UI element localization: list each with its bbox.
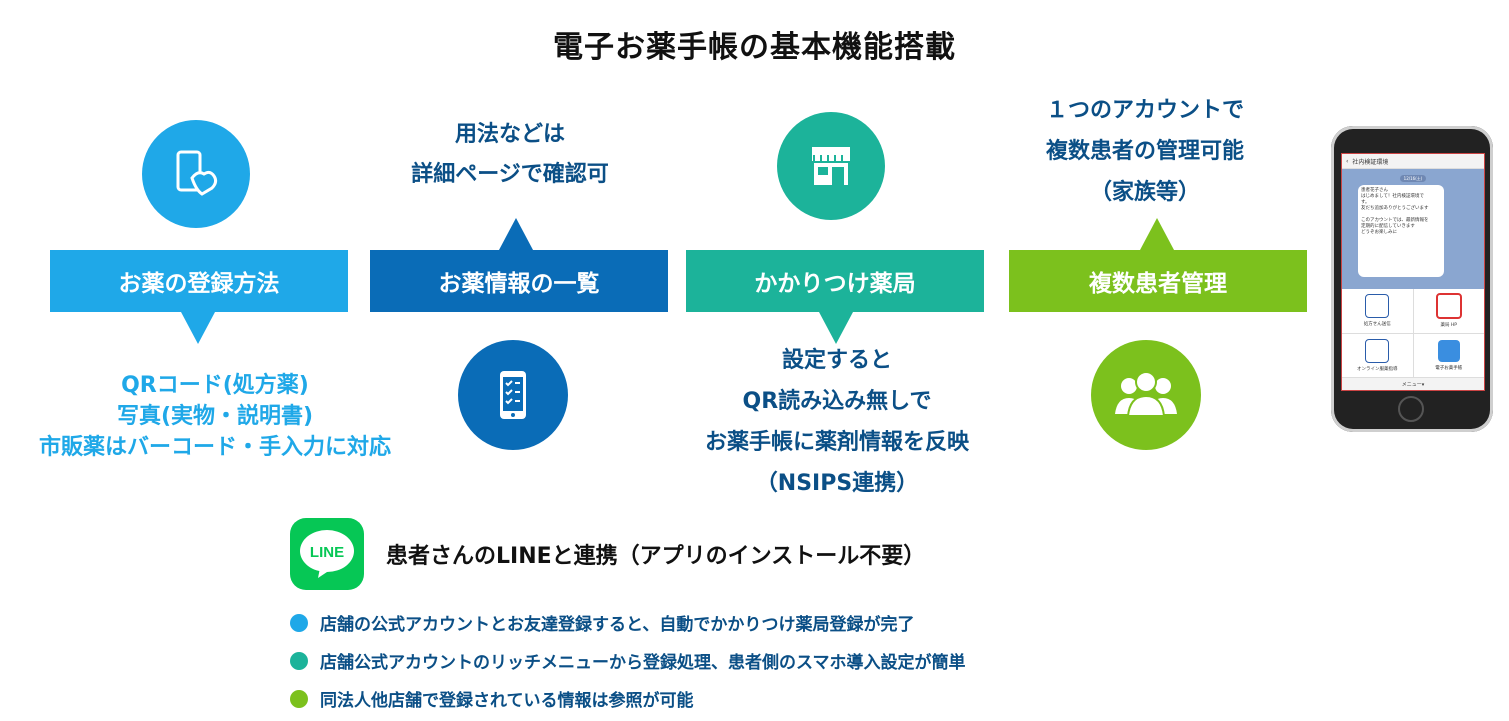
- pointer-down-register: [181, 312, 215, 344]
- rich-menu: 処方せん送信 薬局 HP オンライン服薬指導 電子お薬手帳: [1342, 289, 1484, 377]
- bullet-dot-icon: [290, 689, 308, 708]
- chat-title: 社内検証環境: [1352, 158, 1389, 166]
- phone-checklist-icon: [500, 371, 526, 419]
- description-line: （NSIPS連携）: [755, 471, 919, 496]
- chat-header: ‹ 社内検証環境: [1342, 154, 1484, 169]
- description-line: 写真(実物・説明書): [116, 404, 314, 429]
- feature-description-list: 用法などは 詳細ページで確認可: [380, 115, 640, 195]
- chat-area: 12/16(土) 患者花子さん はじめまして！社内検証環境で す。 友だち追加あ…: [1342, 169, 1484, 289]
- line-bullet-text: 同法人他店舗で登録されている情報は参照が可能: [320, 691, 694, 711]
- bubble-line: 友だち追加ありがとうございます: [1361, 206, 1429, 211]
- bubble-line: このアカウントでは、最新情報を: [1361, 218, 1429, 223]
- bullet-dot-icon: [290, 613, 308, 632]
- feature-icon-circle-list: [458, 340, 568, 450]
- feature-description-multi: １つのアカウントで 複数患者の管理可能 （家族等）: [1015, 90, 1275, 213]
- feature-label-pharmacy: かかりつけ薬局: [686, 250, 984, 312]
- feature-icon-circle-multi: [1091, 340, 1201, 450]
- description-line: QR読み込み無しで: [742, 389, 932, 414]
- store-icon: [812, 147, 850, 185]
- chat-date: 12/16(土): [1400, 175, 1426, 182]
- bullet-dot-icon: [290, 651, 308, 670]
- pointer-up-multi: [1140, 218, 1174, 250]
- description-line: 市販薬はバーコード・手入力に対応: [38, 435, 391, 460]
- prescription-icon: [1365, 294, 1390, 319]
- rich-menu-label: 薬局 HP: [1440, 323, 1458, 329]
- rich-menu-item[interactable]: オンライン服薬指導: [1342, 333, 1413, 377]
- feature-label-list: お薬情報の一覧: [370, 250, 668, 312]
- bubble-line: 患者花子さん: [1361, 188, 1388, 193]
- pointer-up-list: [499, 218, 533, 250]
- bubble-line: はじめまして！社内検証環境で: [1361, 194, 1424, 199]
- line-bullet: 店舗公式アカウントのリッチメニューから登録処理、患者側のスマホ導入設定が簡単: [290, 648, 966, 673]
- page-title: 電子お薬手帳の基本機能搭載: [553, 30, 956, 65]
- rich-menu-item[interactable]: 処方せん送信: [1342, 289, 1413, 333]
- rich-menu-item[interactable]: 電子お薬手帳: [1413, 333, 1484, 377]
- line-bullet-text: 店舗の公式アカウントとお友達登録すると、自動でかかりつけ薬局登録が完了: [320, 615, 915, 635]
- line-bullet: 同法人他店舗で登録されている情報は参照が可能: [290, 686, 694, 711]
- group-people-icon: [1115, 371, 1177, 417]
- bubble-line: 定期的に配信していきます: [1361, 224, 1415, 229]
- back-icon: ‹: [1346, 157, 1349, 165]
- phone-screen: ‹ 社内検証環境 12/16(土) 患者花子さん はじめまして！社内検証環境で …: [1341, 153, 1485, 391]
- line-bullet-text: 店舗公式アカウントのリッチメニューから登録処理、患者側のスマホ導入設定が簡単: [320, 653, 966, 673]
- rich-menu-label: オンライン服薬指導: [1357, 366, 1398, 372]
- rich-menu-item[interactable]: 薬局 HP: [1413, 289, 1484, 333]
- phone-touch-icon: [176, 150, 218, 196]
- line-section-title: 患者さんのLINEと連携（アプリのインストール不要）: [386, 544, 926, 569]
- phone-home-button: [1398, 396, 1424, 422]
- description-line: 用法などは: [454, 122, 565, 147]
- description-line: 設定すると: [781, 348, 892, 373]
- line-logo-icon: LINE: [290, 518, 364, 590]
- bubble-line: す。: [1361, 200, 1370, 205]
- feature-icon-circle-register: [142, 120, 250, 228]
- pharmacy-home-icon: [1435, 293, 1462, 320]
- feature-icon-circle-pharmacy: [777, 112, 885, 220]
- description-line: QRコード(処方薬): [121, 373, 309, 398]
- menu-footer[interactable]: メニュー▾: [1342, 377, 1484, 390]
- rich-menu-label: 処方せん送信: [1363, 322, 1391, 328]
- line-bullet: 店舗の公式アカウントとお友達登録すると、自動でかかりつけ薬局登録が完了: [290, 610, 915, 635]
- description-line: １つのアカウントで: [1045, 98, 1244, 123]
- medicine-book-icon: [1437, 339, 1460, 362]
- feature-description-register: QRコード(処方薬) 写真(実物・説明書) 市販薬はバーコード・手入力に対応: [0, 370, 430, 463]
- rich-menu-label: 電子お薬手帳: [1435, 365, 1463, 371]
- line-logo-text: LINE: [310, 544, 344, 561]
- pointer-down-pharmacy: [819, 312, 853, 344]
- description-line: （家族等）: [1089, 180, 1200, 205]
- description-line: お薬手帳に薬剤情報を反映: [704, 430, 969, 455]
- feature-label-register: お薬の登録方法: [50, 250, 348, 312]
- feature-description-pharmacy: 設定すると QR読み込み無しで お薬手帳に薬剤情報を反映 （NSIPS連携）: [672, 340, 1002, 504]
- chat-bubble: 患者花子さん はじめまして！社内検証環境で す。 友だち追加ありがとうございます…: [1358, 185, 1444, 277]
- feature-label-multi: 複数患者管理: [1009, 250, 1307, 312]
- bubble-line: どうぞお楽しみに: [1361, 230, 1397, 235]
- description-line: 詳細ページで確認可: [411, 162, 609, 187]
- description-line: 複数患者の管理可能: [1045, 139, 1244, 164]
- online-consult-icon: [1365, 338, 1390, 363]
